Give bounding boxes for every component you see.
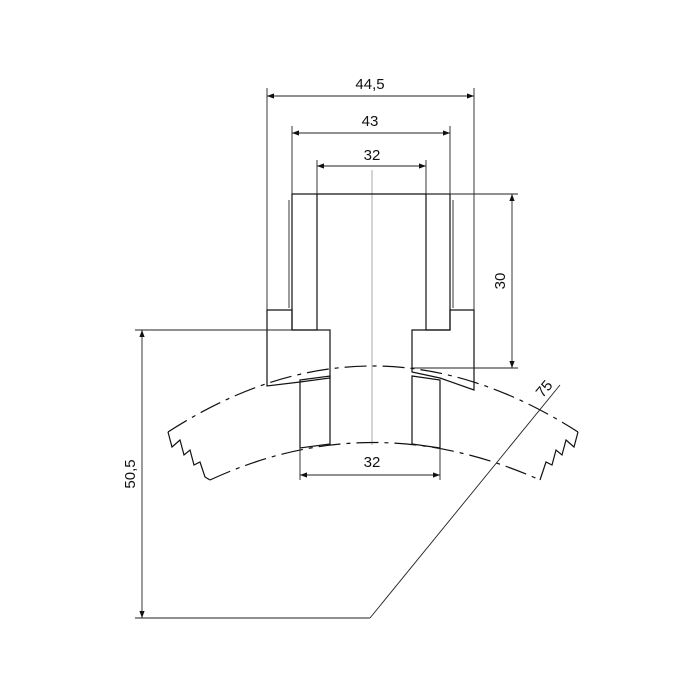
dimension-socket-diameter: 43 [291,113,451,194]
dimension-label-44-5: 44,5 [355,76,384,93]
dimension-label-32-bottom: 32 [364,454,381,471]
main-pipe-section [167,365,579,481]
dimension-label-50-5: 50,5 [122,459,139,488]
dimension-inner-diameter-top: 32 [316,147,427,194]
dimension-label-30: 30 [492,273,509,290]
dimension-socket-depth: 30 [412,193,518,369]
dimension-label-75: 75 [533,377,557,401]
dimension-pipe-diameter: 75 [369,377,561,619]
dimension-label-32-top: 32 [364,147,381,164]
dimension-spigot-diameter: 32 [299,448,441,480]
dimension-total-height: 50,5 [122,329,370,619]
dimension-label-43: 43 [362,113,379,130]
fitting-body [266,193,475,449]
dimension-outer-diameter: 44,5 [266,76,475,310]
